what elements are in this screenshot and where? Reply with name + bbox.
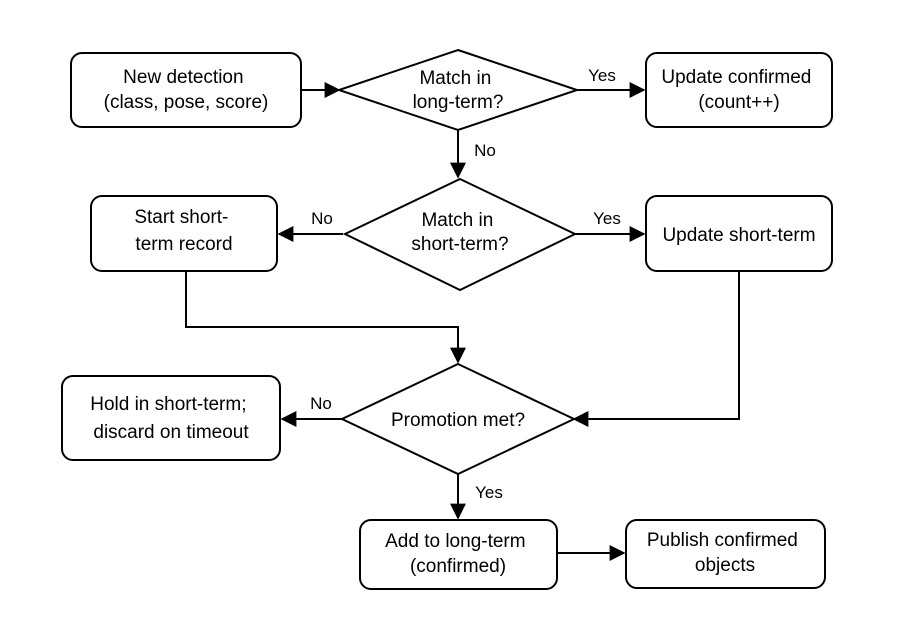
node-match-short-term: Match in short-term? bbox=[342, 177, 578, 292]
node-publish-confirmed-box bbox=[625, 519, 826, 589]
node-new-detection: New detection (class, pose, score) bbox=[70, 52, 302, 128]
node-new-detection-line-2: (class, pose, score) bbox=[104, 92, 269, 113]
node-hold-short-term-label: Hold in short-term; discard on timeout bbox=[90, 394, 252, 443]
node-match-long-term: Match in long-term? bbox=[335, 48, 581, 132]
node-publish-confirmed-line-1: Publish confirmed bbox=[647, 530, 798, 551]
node-start-short-term: Start short- term record bbox=[90, 195, 278, 272]
node-match-long-term-line-1: Match in bbox=[419, 68, 491, 89]
node-match-long-term-line-2: long-term? bbox=[413, 92, 504, 113]
node-match-long-term-diamond bbox=[335, 48, 581, 132]
edge-label-promotion-no: No bbox=[310, 394, 332, 413]
node-hold-short-term-line-2: discard on timeout bbox=[93, 422, 249, 443]
node-update-confirmed-line-1: Update confirmed bbox=[661, 67, 811, 88]
node-update-short-term-label: Update short-term bbox=[662, 225, 815, 246]
node-hold-short-term-line-1: Hold in short-term; bbox=[90, 394, 246, 415]
node-start-short-term-box bbox=[90, 195, 278, 272]
node-promotion-met-diamond bbox=[339, 362, 577, 476]
edge-label-short-term-no: No bbox=[311, 209, 333, 228]
edges bbox=[185, 82, 740, 561]
edge-start-short-term-to-promotion-met bbox=[185, 271, 466, 364]
node-update-confirmed-label: Update confirmed (count++) bbox=[661, 67, 816, 113]
edge-label-promotion-yes: Yes bbox=[475, 483, 503, 502]
node-match-short-term-diamond bbox=[342, 177, 578, 292]
node-promotion-met: Promotion met? bbox=[339, 362, 577, 476]
node-start-short-term-line-2: term record bbox=[135, 234, 232, 255]
node-new-detection-label: New detection (class, pose, score) bbox=[104, 67, 269, 113]
edge-label-long-term-no: No bbox=[474, 141, 496, 160]
edge-label-short-term-yes: Yes bbox=[593, 209, 621, 228]
node-update-confirmed-box bbox=[645, 52, 833, 128]
node-promotion-met-label: Promotion met? bbox=[391, 410, 525, 431]
node-update-confirmed-line-2: (count++) bbox=[698, 92, 779, 113]
node-hold-short-term: Hold in short-term; discard on timeout bbox=[61, 375, 281, 461]
node-match-short-term-line-2: short-term? bbox=[411, 234, 508, 255]
node-add-long-term: Add to long-term (confirmed) bbox=[359, 519, 558, 590]
edge-update-short-term-to-promotion-met bbox=[572, 271, 740, 427]
node-new-detection-line-1: New detection bbox=[123, 67, 243, 88]
node-new-detection-box bbox=[70, 52, 302, 128]
node-match-short-term-label: Match in short-term? bbox=[411, 210, 508, 255]
node-match-long-term-label: Match in long-term? bbox=[413, 68, 504, 113]
node-start-short-term-label: Start short- term record bbox=[134, 207, 233, 255]
node-publish-confirmed: Publish confirmed objects bbox=[625, 519, 826, 589]
node-publish-confirmed-line-2: objects bbox=[695, 555, 755, 576]
node-update-short-term-line-1: Update short-term bbox=[662, 225, 815, 246]
node-update-short-term: Update short-term bbox=[645, 195, 833, 272]
node-match-short-term-line-1: Match in bbox=[421, 210, 493, 231]
edge-labels: Yes No No Yes No Yes bbox=[310, 66, 621, 502]
node-start-short-term-line-1: Start short- bbox=[134, 207, 228, 228]
node-add-long-term-line-1: Add to long-term bbox=[385, 531, 525, 552]
node-update-short-term-box bbox=[645, 195, 833, 272]
node-hold-short-term-box bbox=[61, 375, 281, 461]
node-promotion-met-line-1: Promotion met? bbox=[391, 410, 525, 431]
node-publish-confirmed-label: Publish confirmed objects bbox=[647, 530, 803, 576]
edge-label-long-term-yes: Yes bbox=[588, 66, 616, 85]
node-update-confirmed: Update confirmed (count++) bbox=[645, 52, 833, 128]
node-add-long-term-label: Add to long-term (confirmed) bbox=[385, 531, 531, 577]
node-add-long-term-line-2: (confirmed) bbox=[410, 556, 506, 577]
node-add-long-term-box bbox=[359, 519, 558, 590]
